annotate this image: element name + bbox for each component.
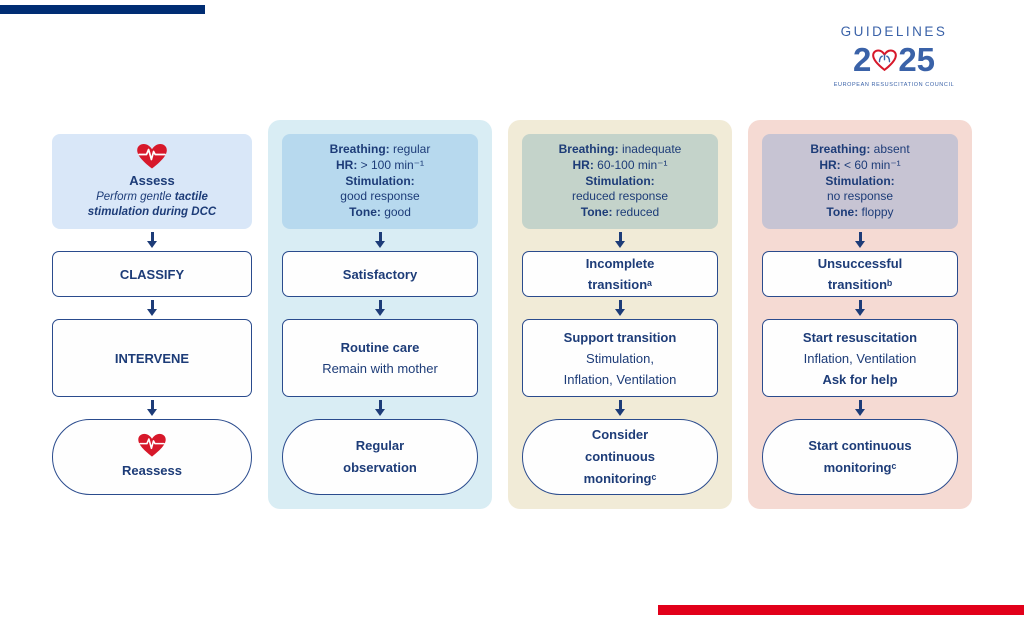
down-arrow	[762, 397, 958, 419]
down-arrow	[762, 297, 958, 319]
guidelines-wordmark: GUIDELINES	[840, 24, 948, 39]
year-digit-2: 2	[852, 41, 872, 78]
assess-column: Assess Perform gentle tactile stimulatio…	[52, 120, 252, 509]
flow-diagram: Assess Perform gentle tactile stimulatio…	[52, 120, 972, 509]
heart-ecg-icon	[136, 143, 168, 170]
assess-title: Assess	[129, 173, 175, 188]
classification-label: Incomplete transitionᵃ	[585, 256, 655, 292]
assess-box: Assess Perform gentle tactile stimulatio…	[52, 134, 252, 229]
reassess-label: Reassess	[122, 462, 182, 478]
status-line: HR: > 100 min⁻¹	[335, 157, 425, 172]
action-line: Inflation, Ventilation	[563, 371, 677, 387]
down-arrow	[522, 397, 718, 419]
classification-box-satisfactory: Satisfactory	[282, 251, 478, 297]
status-line: no response	[826, 189, 894, 204]
status-box-incomplete: Breathing: inadequate HR: 60-100 min⁻¹ S…	[522, 134, 718, 229]
down-arrow	[522, 297, 718, 319]
column-unsuccessful: Breathing: absent HR: < 60 min⁻¹ Stimula…	[748, 120, 972, 509]
status-line: Stimulation:	[585, 173, 655, 188]
classification-label: Unsuccessful transitionᵇ	[817, 256, 903, 292]
status-line: Stimulation:	[345, 173, 415, 188]
classification-box-incomplete: Incomplete transitionᵃ	[522, 251, 718, 297]
action-title: Support transition	[563, 329, 677, 345]
action-line: Inflation, Ventilation	[803, 350, 917, 366]
outcome-pill-start-monitoring: Start continuous monitoringᶜ	[762, 419, 958, 495]
down-arrow	[282, 229, 478, 251]
year-2025: 2 25	[814, 41, 974, 79]
erc-guidelines-logo: GUIDELINES 2 25 EUROPEAN RESUSCITATION C…	[814, 24, 974, 88]
column-satisfactory: Breathing: regular HR: > 100 min⁻¹ Stimu…	[268, 120, 492, 509]
intervene-box: INTERVENE	[52, 319, 252, 397]
classify-label: CLASSIFY	[119, 266, 185, 282]
status-line: Tone: reduced	[580, 205, 660, 220]
action-box-start-resuscitation: Start resuscitation Inflation, Ventilati…	[762, 319, 958, 397]
down-arrow	[762, 229, 958, 251]
outcome-label: Start continuous monitoringᶜ	[808, 438, 912, 475]
assess-subtitle-bold: tactile stimulation during DCC	[87, 191, 217, 218]
outcome-pill-regular-observation: Regular observation	[282, 419, 478, 495]
down-arrow	[282, 397, 478, 419]
action-line: Remain with mother	[322, 361, 438, 376]
classify-box: CLASSIFY	[52, 251, 252, 297]
status-line: Breathing: absent	[810, 142, 910, 156]
heart-ecg-icon	[137, 433, 167, 458]
down-arrow	[522, 229, 718, 251]
assess-subtitle: Perform gentle tactile stimulation durin…	[72, 190, 232, 220]
classification-label: Satisfactory	[342, 266, 418, 282]
action-box-support-transition: Support transition Stimulation, Inflatio…	[522, 319, 718, 397]
status-line: Breathing: inadequate	[558, 142, 682, 156]
status-line: HR: 60-100 min⁻¹	[572, 157, 668, 172]
status-line: HR: < 60 min⁻¹	[819, 157, 901, 172]
status-line: Breathing: regular	[329, 142, 431, 156]
status-box-satisfactory: Breathing: regular HR: > 100 min⁻¹ Stimu…	[282, 134, 478, 229]
down-arrow	[52, 397, 252, 419]
erc-heart-logo-icon	[872, 48, 898, 72]
top-accent-bar	[0, 5, 205, 14]
down-arrow	[282, 297, 478, 319]
bottom-accent-bar	[658, 605, 1024, 615]
action-line-bold: Ask for help	[822, 371, 898, 387]
column-incomplete: Breathing: inadequate HR: 60-100 min⁻¹ S…	[508, 120, 732, 509]
down-arrow	[52, 229, 252, 251]
status-line: Stimulation:	[825, 173, 895, 188]
status-line: Tone: good	[349, 205, 411, 220]
action-line: Stimulation,	[586, 350, 654, 366]
down-arrow	[52, 297, 252, 319]
outcome-label: Consider continuous monitoringᶜ	[583, 427, 657, 486]
classification-box-unsuccessful: Unsuccessful transitionᵇ	[762, 251, 958, 297]
org-name: EUROPEAN RESUSCITATION COUNCIL	[833, 82, 955, 88]
action-box-routine-care: Routine care Remain with mother	[282, 319, 478, 397]
assess-subtitle-normal: Perform gentle	[96, 191, 175, 203]
reassess-pill: Reassess	[52, 419, 252, 495]
year-digits-25: 25	[898, 41, 936, 78]
intervene-label: INTERVENE	[114, 350, 190, 366]
status-line: good response	[340, 189, 420, 204]
outcome-pill-consider-monitoring: Consider continuous monitoringᶜ	[522, 419, 718, 495]
outcome-label: Regular observation	[343, 438, 417, 475]
status-line: reduced response	[571, 189, 669, 204]
status-box-unsuccessful: Breathing: absent HR: < 60 min⁻¹ Stimula…	[762, 134, 958, 229]
action-title: Routine care	[340, 340, 420, 355]
action-title: Start resuscitation	[802, 329, 918, 345]
status-line: Tone: floppy	[826, 205, 894, 220]
